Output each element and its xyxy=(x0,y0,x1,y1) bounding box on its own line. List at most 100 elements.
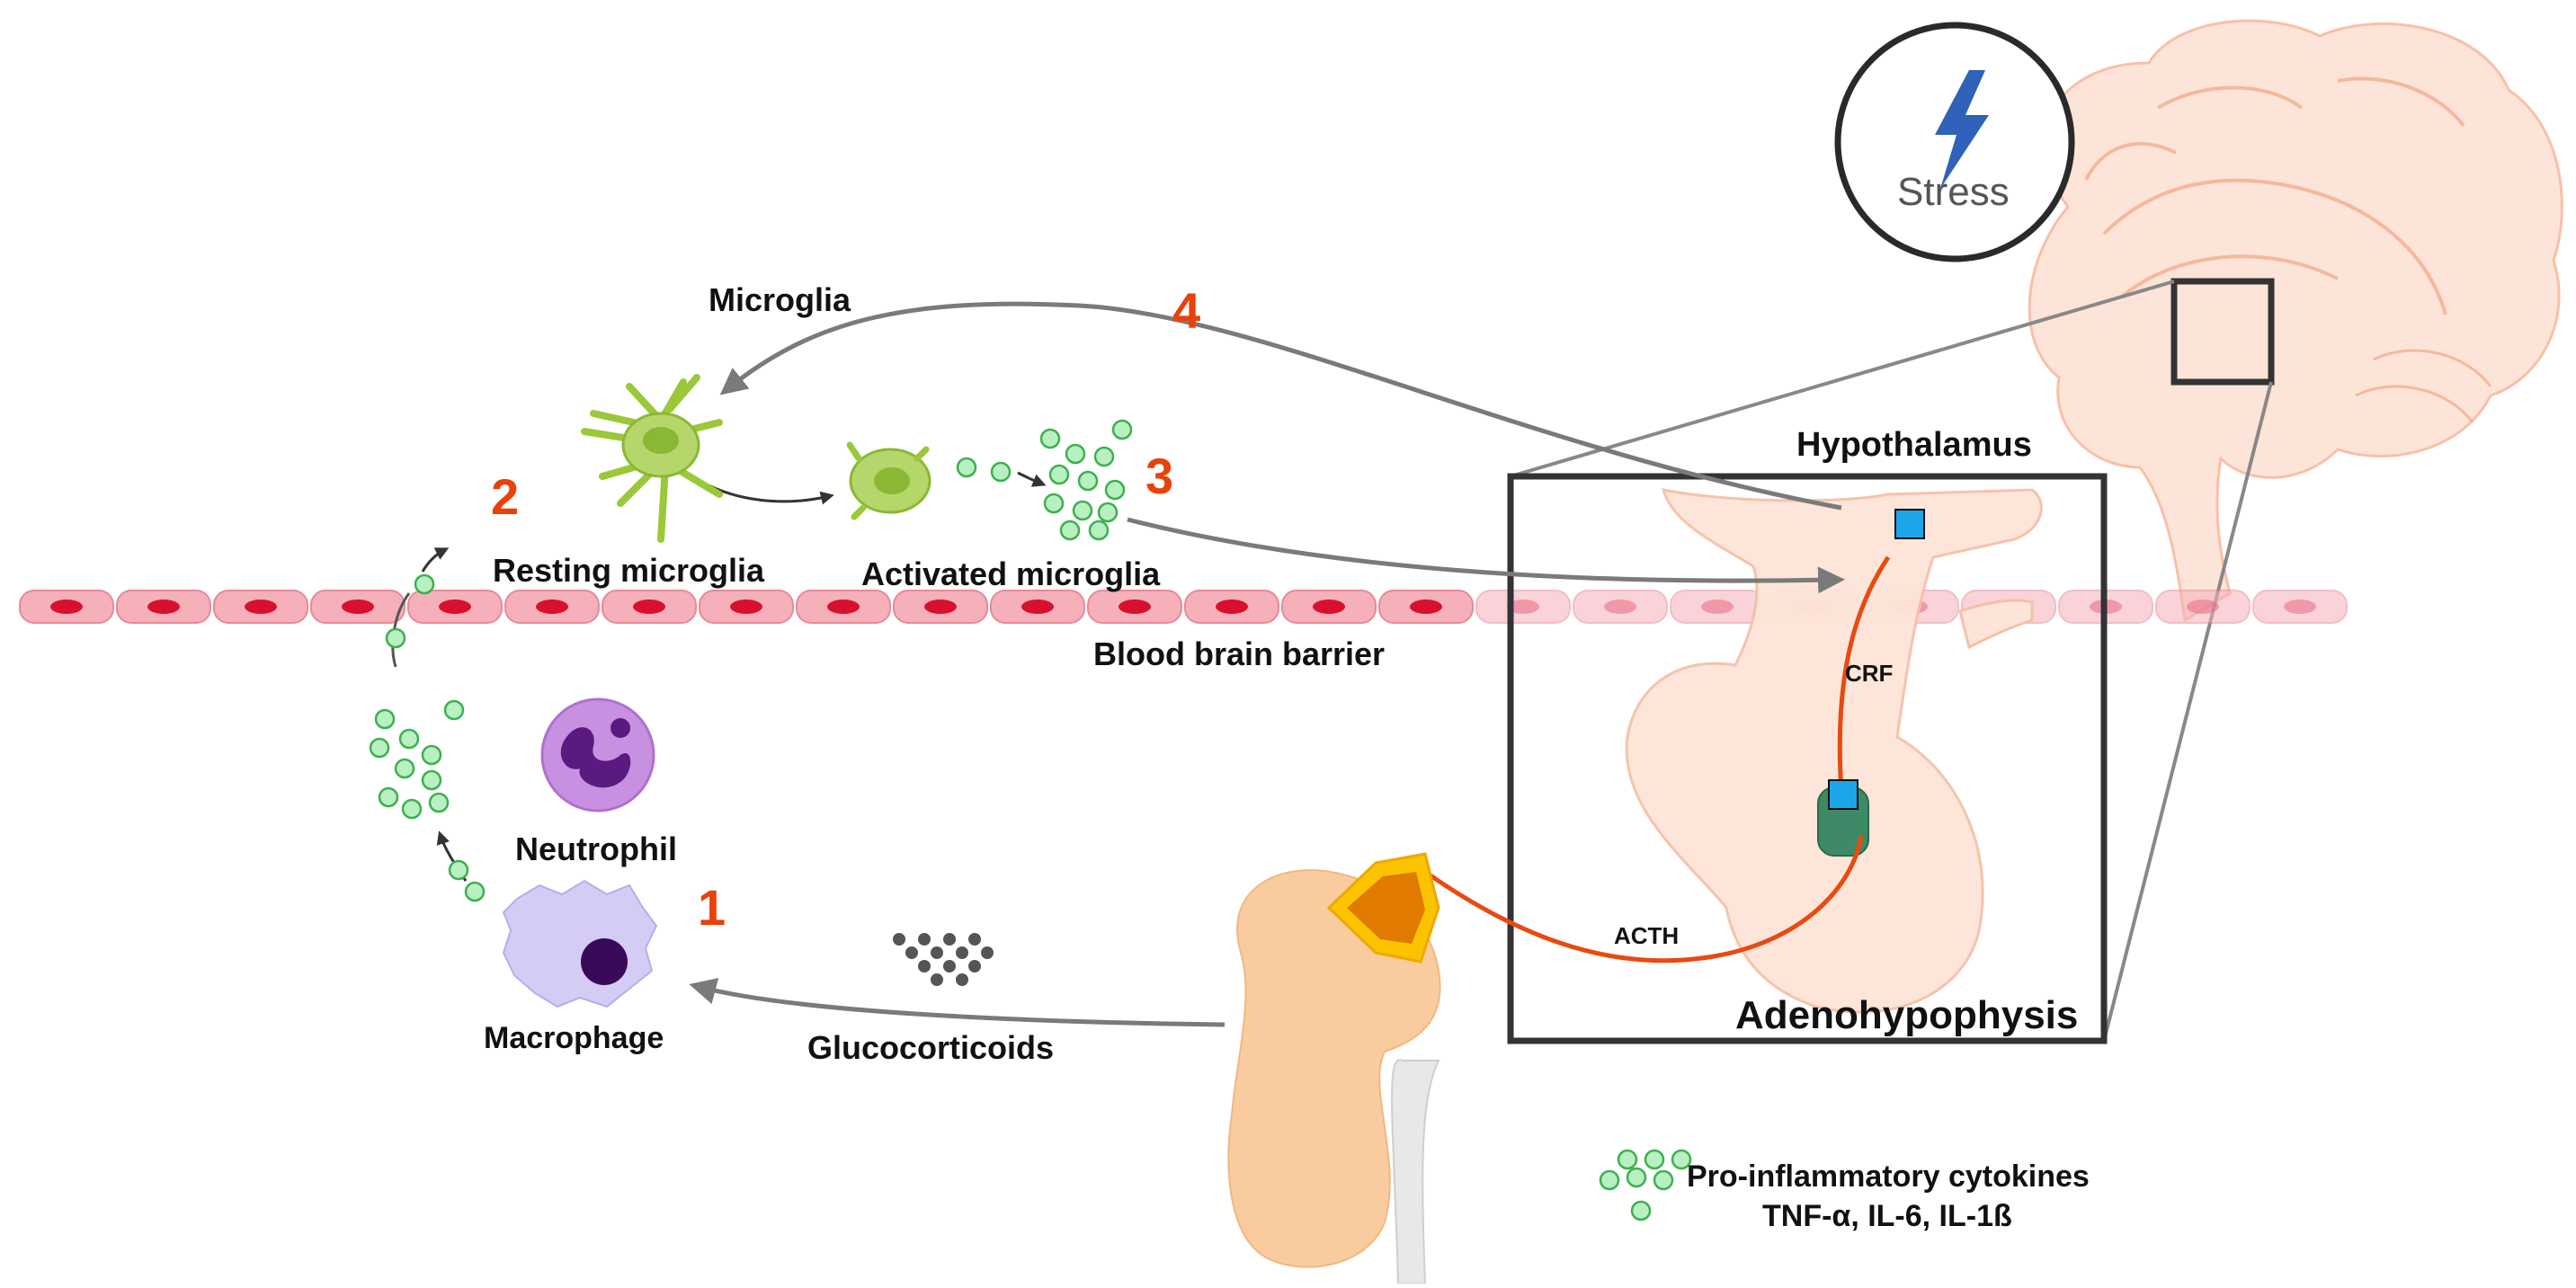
crf-path xyxy=(1837,555,1891,792)
adrenal-gland xyxy=(1326,852,1440,964)
pituitary-shape xyxy=(1625,488,2043,1014)
cytokine-dot-icon xyxy=(1626,1167,1647,1188)
arrow-microglia-feedback xyxy=(719,301,1842,511)
barrier-cell-nucleus xyxy=(1701,600,1734,614)
cytokine-dot-icon xyxy=(385,627,406,649)
cytokine-dot-icon xyxy=(414,573,435,595)
legend-cytokines-line1: Pro-inflammatory cytokines xyxy=(1687,1159,2090,1194)
cytokine-dot-icon xyxy=(1599,1169,1620,1191)
glucocorticoid-dots xyxy=(893,933,994,986)
adenohypophysis-label: Adenohypophysis xyxy=(1735,993,2079,1037)
cytokine-dot-icon xyxy=(1039,428,1061,449)
blood-brain-barrier-cells xyxy=(19,590,2348,624)
cytokine-dot-icon xyxy=(1059,520,1081,541)
cytokine-dot-icon xyxy=(401,798,423,820)
barrier-cell-nucleus xyxy=(2187,600,2219,614)
step-number-1: 1 xyxy=(698,879,726,936)
crf-label: CRF xyxy=(1845,660,1894,687)
barrier-cell-nucleus xyxy=(1507,600,1539,614)
barrier-cell-nucleus xyxy=(50,600,83,614)
arrow-cytokines-to-hypothalamus xyxy=(1127,517,1845,594)
brain-inset-box xyxy=(2170,278,2275,386)
barrier-cell-nucleus xyxy=(147,600,180,614)
cytokine-dot-icon xyxy=(421,744,442,766)
barrier-cell-nucleus xyxy=(1604,600,1636,614)
cytokine-dot-icon xyxy=(1065,443,1086,465)
cytokine-dot-icon xyxy=(421,769,442,791)
macrophage-cell xyxy=(502,879,658,1008)
stress-badge xyxy=(1834,22,2075,262)
arrow-glucocorticoids xyxy=(689,978,1226,1027)
resting-microglia-label: Resting microglia xyxy=(493,552,765,589)
cytokine-dots xyxy=(369,419,1692,1221)
cytokine-dot-icon xyxy=(1048,464,1070,485)
cytokine-dot-icon xyxy=(1093,446,1115,467)
glucocorticoid-dot xyxy=(981,946,994,959)
cytokine-dot-icon xyxy=(448,859,469,881)
barrier-cell-nucleus xyxy=(2284,600,2316,614)
macrophage-label: Macrophage xyxy=(484,1021,664,1055)
hypothalamus-label: Hypothalamus xyxy=(1796,426,2032,464)
blood-brain-barrier-label: Blood brain barrier xyxy=(1093,635,1386,672)
glucocorticoid-dot xyxy=(943,933,956,946)
glucocorticoid-dot xyxy=(956,946,968,959)
glucocorticoid-dot xyxy=(893,933,905,946)
barrier-cell-nucleus xyxy=(730,600,762,614)
stress-label: Stress xyxy=(1897,170,2010,214)
cytokine-dot-icon xyxy=(464,881,486,902)
cytokine-dot-icon xyxy=(1077,470,1099,492)
hypothalamus-receptor xyxy=(1894,509,1925,539)
cytokine-dot-icon xyxy=(428,792,450,813)
glucocorticoid-dot xyxy=(943,960,956,973)
barrier-cell-nucleus xyxy=(633,600,665,614)
barrier-cell-nucleus xyxy=(1021,600,1054,614)
cytokine-dot-icon xyxy=(1097,502,1119,523)
legend-cytokines-line2: TNF-α, IL-6, IL-1ß xyxy=(1762,1199,2012,1233)
cytokine-dot-icon xyxy=(1104,479,1126,501)
glucocorticoid-dot xyxy=(918,933,931,946)
step-number-2: 2 xyxy=(491,468,520,525)
resting-microglia-cell xyxy=(581,374,723,543)
cytokine-dot-icon xyxy=(1088,520,1110,541)
glucocorticoid-dot xyxy=(968,960,981,973)
cytokine-dot-icon xyxy=(1671,1149,1692,1170)
cytokine-dot-icon xyxy=(1630,1200,1652,1221)
cytokine-dot-icon xyxy=(990,461,1012,483)
brain-icon xyxy=(2028,19,2563,623)
acth-label: ACTH xyxy=(1614,922,1680,949)
barrier-cell-nucleus xyxy=(439,600,471,614)
hypothalamus-frame xyxy=(1507,473,2108,1044)
activated-microglia-cell xyxy=(846,441,931,520)
glucocorticoid-dot xyxy=(931,973,943,986)
cytokine-dot-icon xyxy=(1617,1149,1638,1170)
cytokine-dot-icon xyxy=(1043,493,1065,514)
lightning-bolt-icon xyxy=(1935,70,1989,189)
barrier-cell-nucleus xyxy=(1313,600,1345,614)
barrier-cell-nucleus xyxy=(1119,600,1151,614)
glucocorticoids-label: Glucocorticoids xyxy=(807,1029,1055,1066)
cytokine-dot-icon xyxy=(1111,419,1133,440)
activated-microglia-label: Activated microglia xyxy=(861,555,1161,592)
cytokine-dot-icon xyxy=(398,728,420,750)
glucocorticoid-dot xyxy=(931,946,943,959)
cytokine-dot-icon xyxy=(956,457,977,478)
microglia-label: Microglia xyxy=(709,281,851,318)
step-number-3: 3 xyxy=(1145,448,1174,504)
glucocorticoid-dot xyxy=(956,973,968,986)
cytokine-dot-icon xyxy=(374,708,396,730)
cytokine-dot-icon xyxy=(443,699,465,721)
neutrophil-label: Neutrophil xyxy=(515,831,677,867)
neutrophil-cell xyxy=(540,697,655,813)
kidney-icon xyxy=(1227,869,1441,1284)
arrow-resting-to-activated xyxy=(708,484,834,505)
cytokine-dot-icon xyxy=(394,758,415,779)
glucocorticoid-dot xyxy=(918,960,931,973)
barrier-cell-nucleus xyxy=(245,600,277,614)
glucocorticoid-dot xyxy=(905,946,918,959)
pituitary-receptor xyxy=(1828,779,1858,810)
cytokine-dot-icon xyxy=(369,737,390,759)
glucocorticoid-dot xyxy=(968,933,981,946)
barrier-cell-nucleus xyxy=(342,600,374,614)
cytokine-dot-icon xyxy=(1644,1149,1665,1170)
